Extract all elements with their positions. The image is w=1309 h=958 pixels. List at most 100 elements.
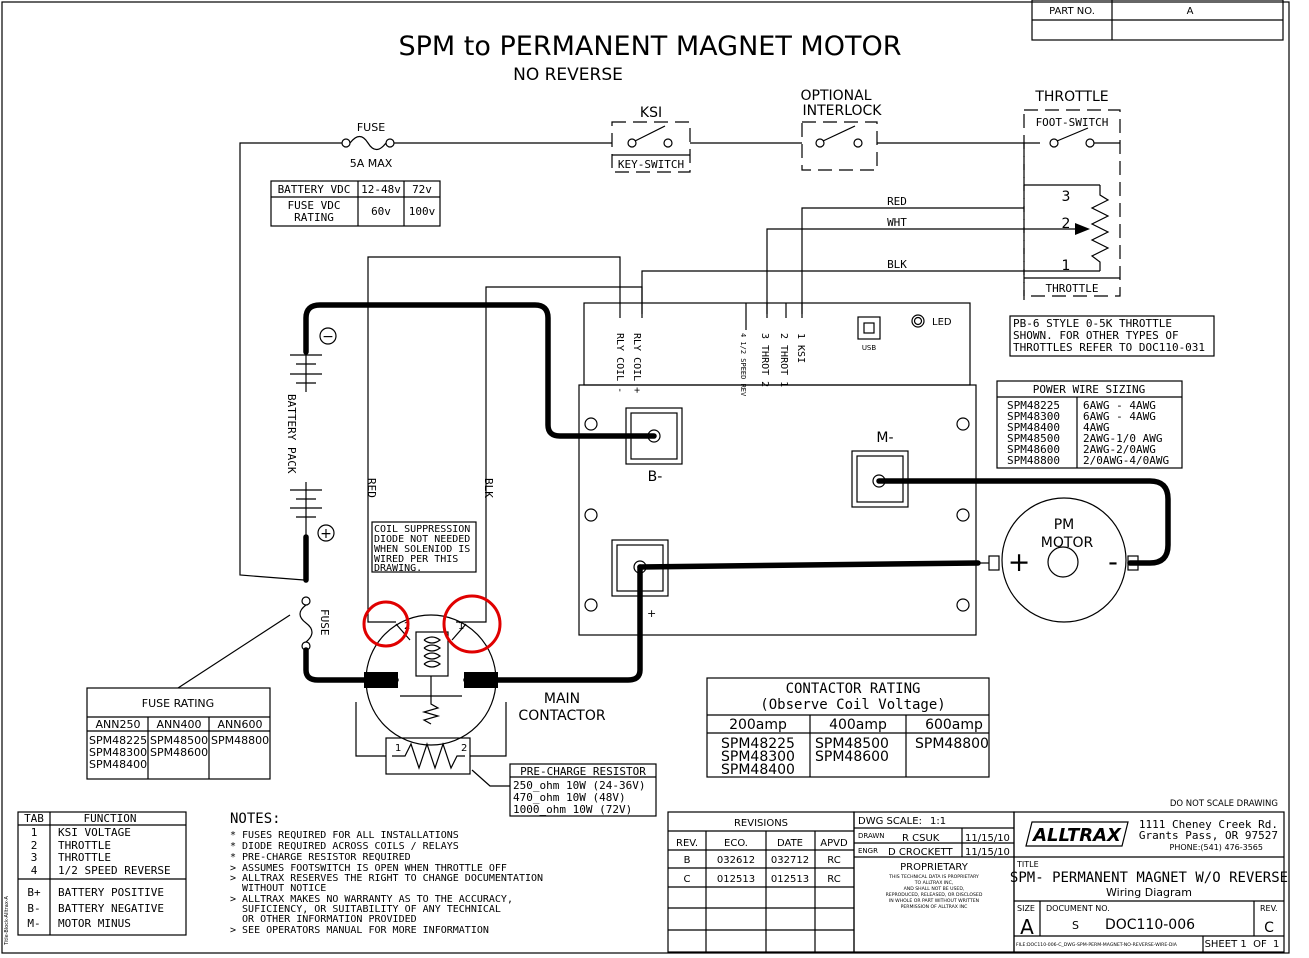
alltrax-logo-frame	[1025, 821, 1129, 847]
rev-b-date: 032712	[771, 855, 809, 866]
fuse-middle-label: FUSE	[318, 609, 331, 636]
note-8: SUFICIENCY, OR SUITABILITY OF ANY TECHNI…	[230, 904, 501, 915]
note-10: > SEE OPERATORS MANUAL FOR MORE INFORMAT…	[230, 925, 489, 936]
proprietary-title: PROPRIETARY	[900, 862, 969, 873]
resistor-pin-1: 1	[395, 743, 401, 754]
sheet-number: SHEET 1 OF 1	[1205, 939, 1280, 950]
precharge-resistor: 1 2 PRE-CHARGE RESISTOR 250_ohm 10W (24-…	[355, 702, 657, 817]
rev-b-apvd: RC	[827, 855, 840, 866]
document-subtitle: Wiring Diagram	[1106, 886, 1192, 899]
b-plus-to-motor-cable	[637, 560, 981, 570]
contactor-400amp: 400amp	[829, 717, 887, 733]
prop-line-2: TO ALLTRAX INC,	[914, 880, 954, 886]
pb6-line-2: SHOWN. FOR OTHER TYPES OF	[1013, 329, 1179, 342]
contactor-rating-table: CONTACTOR RATING (Observe Coil Voltage) …	[706, 677, 990, 778]
coil-note-3: WHEN SOLENIOD IS	[374, 544, 470, 555]
tab-row4-fn: 1/2 SPEED REVERSE	[58, 864, 171, 877]
fuse-rating-title: FUSE RATING	[142, 697, 214, 710]
function-header: FUNCTION	[84, 812, 137, 825]
coil-note-2: DIODE NOT NEEDED	[374, 534, 470, 545]
company-logo: ALLTRAX	[1031, 825, 1122, 846]
fuse-col2-2: SPM48600	[150, 746, 208, 759]
tab-row1-tab: 1	[31, 826, 38, 839]
pw-size-5: 2AWG-2/0AWG	[1083, 443, 1156, 456]
motor-minus: -	[1108, 547, 1118, 578]
prop-line-5: IN WHOLE OR PART WITHOUT WRITTEN	[889, 898, 979, 904]
notes-section: NOTES: * FUSES REQUIRED FOR ALL INSTALLA…	[230, 811, 543, 936]
main-contactor: 2 1 MAIN CONTACTOR	[362, 594, 606, 746]
company-addr-2: Grants Pass, OR 97527	[1139, 829, 1278, 842]
fuse-vdc-label-1: FUSE VDC	[288, 199, 341, 212]
coil-wires: RED BLK	[365, 256, 643, 623]
motor-label-1: PM	[1054, 517, 1075, 533]
drawn-label: DRAWN	[858, 832, 885, 840]
pin-speed-rev: 4 1/2 SPEED REV	[739, 333, 747, 397]
page-title: SPM to PERMANENT MAGNET MOTOR	[399, 31, 902, 62]
key-switch-label: KEY-SWITCH	[618, 158, 684, 171]
size-value: A	[1020, 915, 1034, 939]
contactor-label-2: CONTACTOR	[518, 708, 605, 724]
dwg-scale-label: DWG SCALE:	[858, 816, 922, 827]
rev-header-rev: REV.	[676, 838, 698, 849]
engr-date: 11/15/10	[965, 847, 1010, 858]
pw-size-4: 2AWG-1/0 AWG	[1083, 432, 1162, 445]
wire-wht-label: WHT	[887, 216, 907, 229]
coil-note-1: COIL SUPPRESSION	[374, 524, 470, 535]
fuse-col1-3: SPM48400	[89, 758, 147, 771]
power-wire-title: POWER WIRE SIZING	[1033, 383, 1146, 396]
battery-pack: BATTERY PACK − +	[285, 327, 337, 542]
pb6-note: PB-6 STYLE 0-5K THROTTLE SHOWN. FOR OTHE…	[1009, 315, 1215, 357]
note-3: * PRE-CHARGE RESISTOR REQUIRED	[230, 852, 411, 863]
pin-throt-1: 2 THROT 1	[778, 333, 789, 387]
tab-row7-fn: MOTOR MINUS	[58, 917, 131, 930]
led-icon	[911, 314, 925, 328]
fuse-top-label: FUSE	[357, 121, 385, 134]
led-label: LED	[932, 317, 952, 328]
contactor-rating-title: CONTACTOR RATING	[786, 681, 921, 697]
fuse-vdc-label-2: RATING	[294, 211, 334, 224]
foot-switch-label: FOOT-SWITCH	[1036, 116, 1109, 129]
pw-size-3: 4AWG	[1083, 421, 1110, 434]
optional-interlock: OPTIONAL INTERLOCK	[800, 88, 882, 171]
note-7: > ALLTRAX MAKES NO WARRANTY AS TO THE AC…	[230, 894, 513, 905]
title-label: TITLE	[1016, 860, 1039, 869]
control-wiring	[239, 142, 1100, 581]
rev-b: B	[684, 855, 691, 866]
fuse-col2-1: SPM48500	[150, 734, 208, 747]
fuse-5a: FUSE 5A MAX	[341, 121, 395, 170]
fuse-middle: FUSE	[299, 596, 331, 651]
contactor-col1-2: SPM48300	[721, 749, 795, 765]
fuse-top-rating: 5A MAX	[350, 157, 393, 170]
rev-header-date: DATE	[777, 838, 803, 849]
tab-row6-fn: BATTERY NEGATIVE	[58, 902, 164, 915]
pin-ksi: 1 KSI	[795, 333, 806, 363]
dwg-scale-value: 1:1	[930, 816, 946, 827]
contactor-200amp: 200amp	[729, 717, 787, 733]
contactor-rating-subtitle: (Observe Coil Voltage)	[760, 697, 945, 713]
engr-by: D CROCKETT	[888, 847, 953, 858]
contactor-terminal-1: 1	[458, 621, 464, 632]
interlock-line1: OPTIONAL	[800, 88, 871, 104]
highlight-circle-right	[442, 594, 502, 654]
page-subtitle: NO REVERSE	[513, 65, 623, 85]
precharge-line-1: 250_ohm 10W (24-36V)	[513, 779, 645, 792]
fuse-col1-1: SPM48225	[89, 734, 147, 747]
terminal-b-minus: B-	[648, 469, 663, 485]
rev-header-eco: ECO.	[724, 838, 748, 849]
company-addr-1: 1111 Cheney Creek Rd.	[1139, 818, 1278, 831]
power-wire-sizing-table: POWER WIRE SIZING SPM48225 SPM48300 SPM4…	[996, 380, 1183, 469]
pin-throt-2: 3 THROT 2	[759, 333, 770, 387]
part-no-rev: A	[1187, 6, 1194, 17]
tab-row6-tab: B-	[27, 902, 40, 915]
pw-model-1: SPM48225	[1007, 399, 1060, 412]
pw-size-2: 6AWG - 4AWG	[1083, 410, 1156, 423]
prop-line-1: THIS TECHNICAL DATA IS PROPRIETARY	[888, 874, 979, 880]
battery-neg-sign: −	[322, 329, 334, 345]
highlight-circle-left	[362, 600, 410, 648]
tab-row3-tab: 3	[31, 851, 38, 864]
contactor-col2-1: SPM48500	[815, 736, 889, 752]
document-title: SPM- PERMANENT MAGNET W/O REVERSE	[1010, 870, 1288, 886]
fuse-rating-table: FUSE RATING ANN250 ANN400 ANN600 SPM4822…	[86, 614, 291, 780]
fuse-col3-1: SPM48800	[211, 734, 269, 747]
note-9: OR OTHER INFORMATION PROVIDED	[230, 914, 417, 925]
